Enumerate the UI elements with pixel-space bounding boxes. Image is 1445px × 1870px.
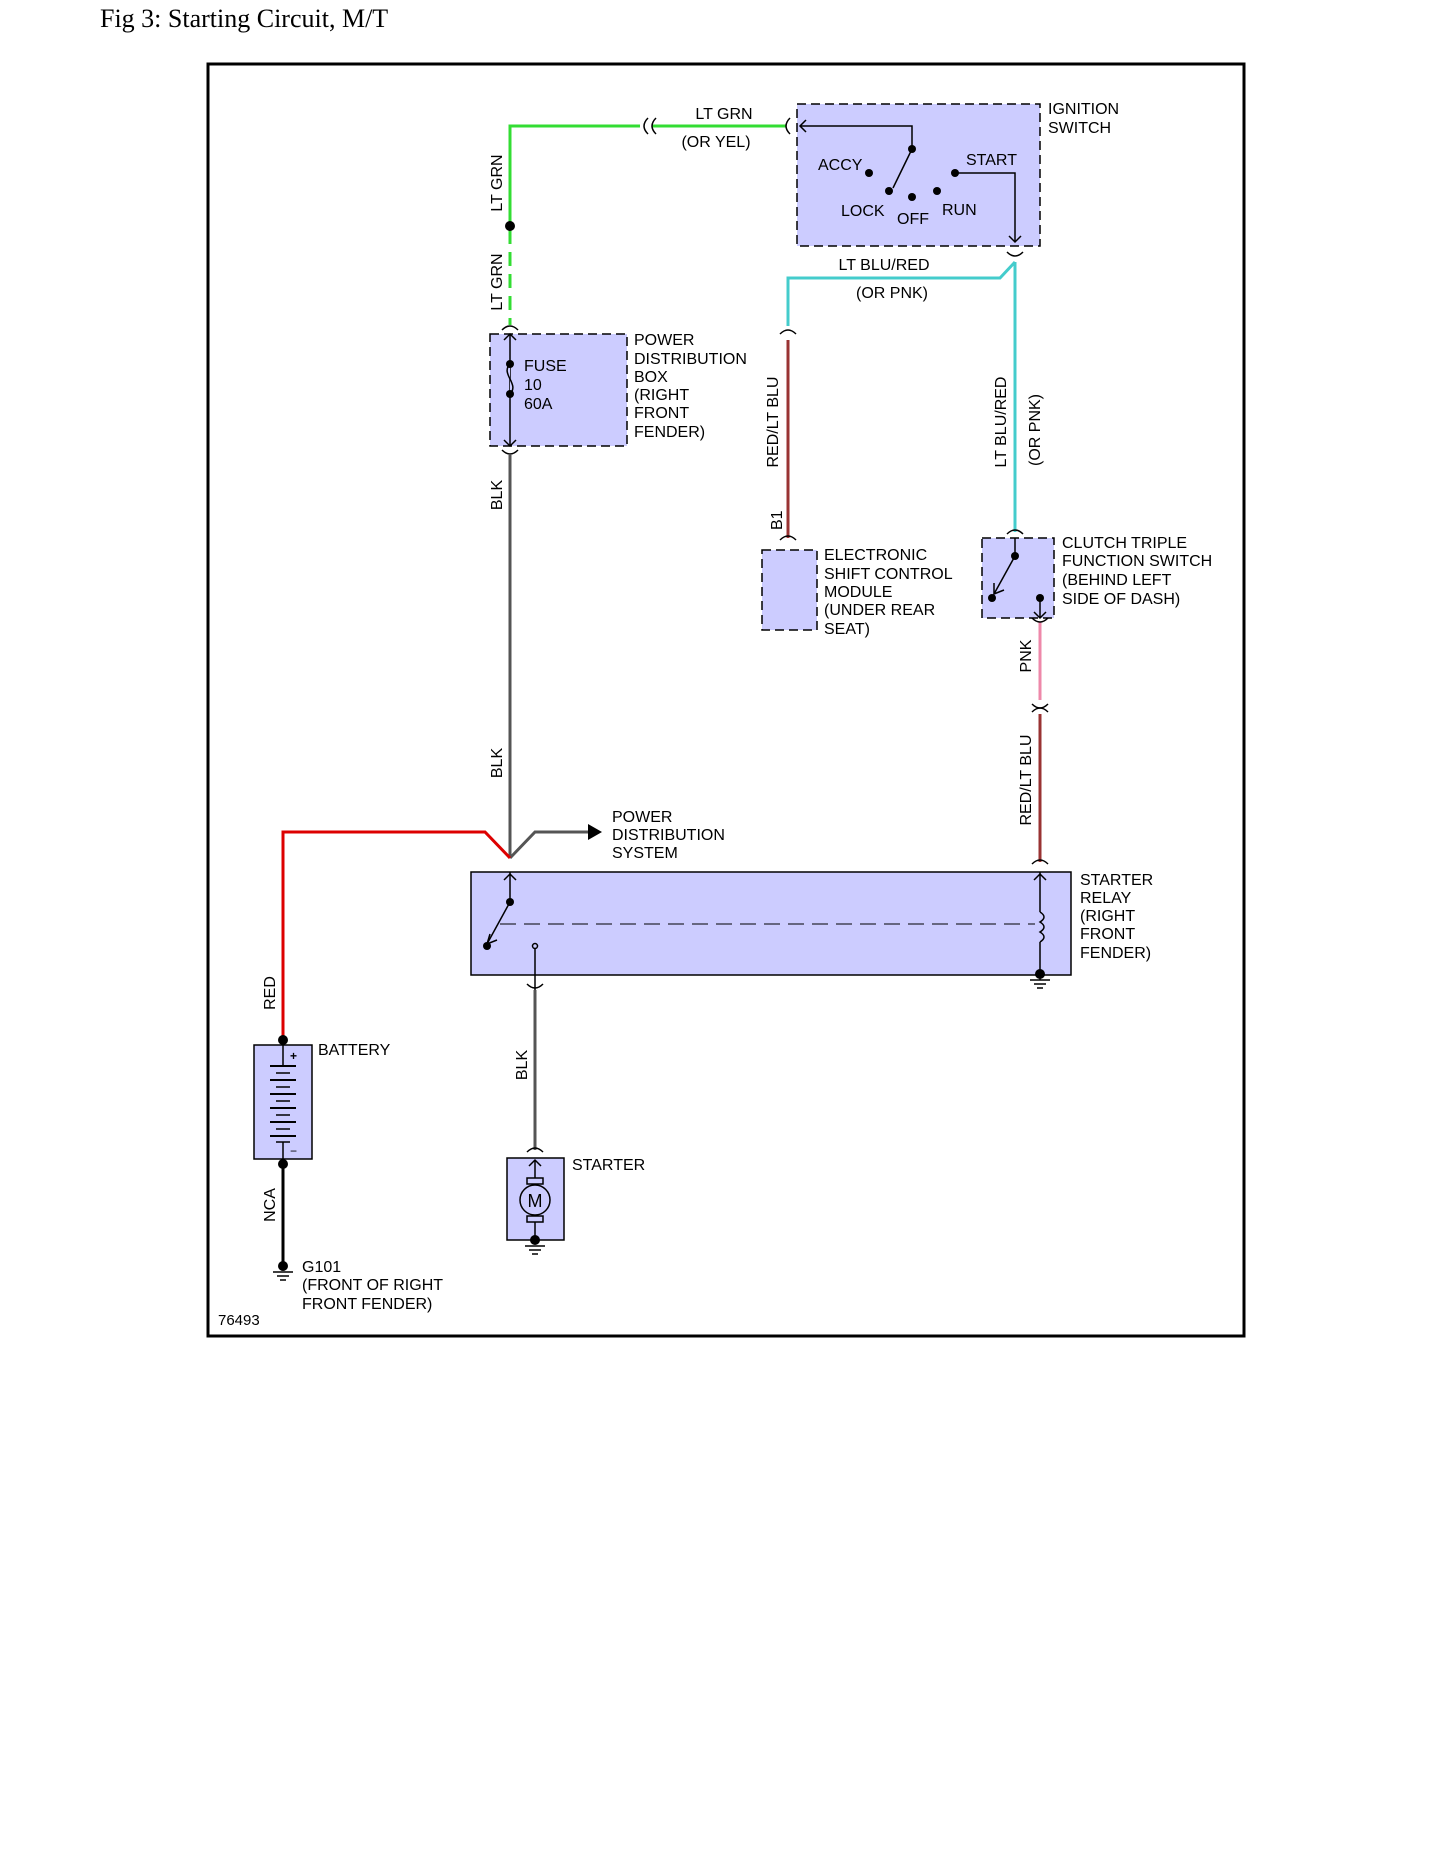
scm-label-2: SHIFT CONTROL	[824, 566, 953, 583]
figure-title: Fig 3: Starting Circuit, M/T	[100, 4, 389, 33]
splice-dot	[505, 221, 515, 231]
pds-label-2: DISTRIBUTION	[612, 827, 725, 844]
wire-label-nca: NCA	[262, 1188, 279, 1222]
starter: M STARTER	[506, 1157, 645, 1255]
wire-red-battery	[281, 830, 512, 1040]
wire-label-lt-grn-vert-2: LT GRN	[489, 253, 506, 310]
relay-label-3: (RIGHT	[1080, 908, 1135, 925]
fuse-label-2: 10	[524, 377, 542, 394]
clutch-switch: CLUTCH TRIPLE FUNCTION SWITCH (BEHIND LE…	[981, 535, 1212, 620]
scm-label-1: ELECTRONIC	[824, 547, 927, 564]
wire-pds-branch	[508, 830, 588, 860]
pdb-label-1: POWER	[634, 332, 694, 349]
clutch-label-4: SIDE OF DASH)	[1062, 591, 1180, 608]
ignition-off-label: OFF	[897, 211, 929, 228]
wire-label-lt-blu-red-vert: LT BLU/RED	[993, 377, 1010, 468]
pdb-label-2: DISTRIBUTION	[634, 351, 747, 368]
relay-label-2: RELAY	[1080, 890, 1132, 907]
clutch-label-3: (BEHIND LEFT	[1062, 572, 1172, 589]
pdb-label-3: BOX	[634, 369, 668, 386]
wire-label-pnk: PNK	[1018, 639, 1035, 672]
scm-label-3: MODULE	[824, 584, 892, 601]
clutch-label-1: CLUTCH TRIPLE	[1062, 535, 1187, 552]
wire-label-red-lt-blu-relay: RED/LT BLU	[1018, 735, 1035, 826]
diagram-frame	[206, 62, 1246, 1338]
clutch-label-2: FUNCTION SWITCH	[1062, 553, 1212, 570]
relay-label-1: STARTER	[1080, 872, 1153, 889]
ground-label-2: (FRONT OF RIGHT	[302, 1277, 443, 1294]
scm-pin-label: B1	[769, 510, 786, 530]
ignition-lock-label: LOCK	[841, 203, 885, 220]
relay-label-5: FENDER)	[1080, 945, 1151, 962]
pdb-label-4: (RIGHT	[634, 387, 689, 404]
pdb-label-6: FENDER)	[634, 424, 705, 441]
ignition-switch-label-2: SWITCH	[1048, 120, 1111, 137]
battery: + − BATTERY	[253, 1035, 391, 1169]
ignition-start-label: START	[966, 152, 1017, 169]
motor-icon	[519, 1184, 551, 1216]
starter-label: STARTER	[572, 1157, 645, 1174]
figure-number: 76493	[218, 1312, 260, 1329]
wire-label-lt-grn-top: LT GRN	[695, 106, 752, 123]
shift-control-module: ELECTRONIC SHIFT CONTROL MODULE (UNDER R…	[761, 510, 953, 638]
ground-label-1: G101	[302, 1259, 341, 1276]
wire-lt-blu-red	[786, 260, 1017, 532]
starter-ground-icon	[525, 1245, 545, 1255]
wire-label-red-lt-blu-scm: RED/LT BLU	[765, 377, 782, 468]
fuse-label-3: 60A	[524, 396, 553, 413]
wire-label-lt-grn-vert-1: LT GRN	[489, 154, 506, 211]
wire-lt-grn	[508, 124, 786, 325]
pds-label-3: SYSTEM	[612, 845, 678, 862]
ground-g101: G101 (FRONT OF RIGHT FRONT FENDER)	[273, 1259, 443, 1313]
ignition-accy-label: ACCY	[818, 157, 863, 174]
scm-label-4: (UNDER REAR	[824, 602, 935, 619]
starter-relay: STARTER RELAY (RIGHT FRONT FENDER)	[470, 871, 1153, 990]
relay-label-4: FRONT	[1080, 926, 1135, 943]
battery-minus-label: −	[290, 1144, 297, 1158]
motor-label: M	[528, 1191, 543, 1211]
pds-arrow	[588, 824, 602, 840]
connector-symbols	[501, 117, 1049, 1153]
power-distribution-box: FUSE 10 60A POWER DISTRIBUTION BOX (RIGH…	[489, 332, 747, 448]
ignition-switch-label-1: IGNITION	[1048, 101, 1119, 118]
scm-label-5: SEAT)	[824, 621, 870, 638]
ignition-switch: IGNITION SWITCH ACCY START LOCK OFF RUN	[796, 101, 1119, 247]
relay-coil-icon	[1038, 911, 1045, 943]
pds-label-1: POWER	[612, 809, 672, 826]
wire-label-or-yel: (OR YEL)	[681, 134, 750, 151]
wire-label-or-pnk-top: (OR PNK)	[856, 285, 928, 302]
wire-label-or-pnk-vert: (OR PNK)	[1027, 394, 1044, 466]
wire-label-red-battery: RED	[262, 976, 279, 1010]
wire-label-blk-starter: BLK	[514, 1050, 531, 1081]
wire-label-blk-upper: BLK	[489, 480, 506, 511]
ground-label-3: FRONT FENDER)	[302, 1296, 432, 1313]
ignition-run-label: RUN	[942, 202, 977, 219]
wire-label-lt-blu-red-top: LT BLU/RED	[839, 257, 930, 274]
pdb-label-5: FRONT	[634, 405, 689, 422]
battery-cells-icon	[270, 1065, 296, 1143]
fuse-label-1: FUSE	[524, 358, 567, 375]
relay-ground-icon	[1030, 979, 1050, 989]
battery-label: BATTERY	[318, 1042, 391, 1059]
battery-plus-label: +	[290, 1049, 297, 1063]
ground-icon	[273, 1271, 293, 1281]
wire-label-blk-lower: BLK	[489, 748, 506, 779]
